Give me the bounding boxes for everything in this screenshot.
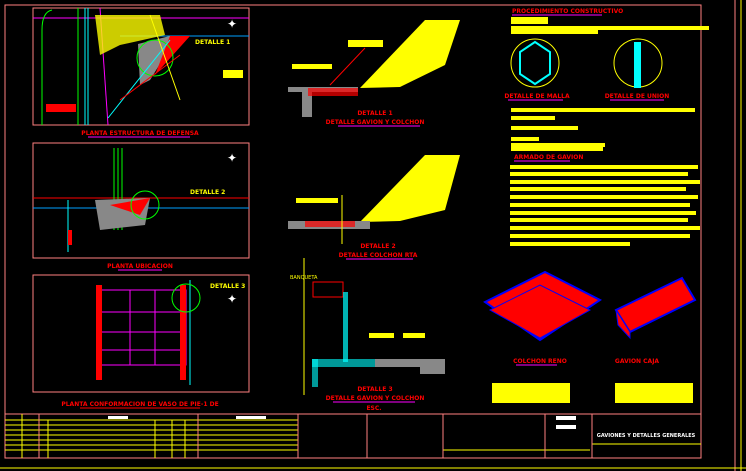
section-detalle-3: BANQUETA DETALLE 3 DETALLE GAVION Y COLC…	[290, 258, 445, 412]
planta-estructura-title: PLANTA ESTRUCTURA DE DEFENSA	[81, 130, 199, 137]
detalle-malla-label: DETALLE DE MALLA	[504, 93, 570, 100]
colchon-label: COLCHON RENO	[513, 358, 567, 365]
detalle-1-title: DETALLE GAVION Y COLCHON	[326, 119, 425, 126]
detalle-1-callout: DETALLE 1	[195, 39, 230, 46]
detalle-3-scale: ESC.	[366, 405, 381, 412]
north-arrow-icon: ✦	[227, 292, 237, 306]
nivel-label: BANQUETA	[290, 275, 318, 281]
detalle-2-number: DETALLE 2	[360, 243, 395, 250]
north-arrow-icon: ✦	[227, 17, 237, 31]
detalle-3-title: DETALLE GAVION Y COLCHON	[326, 395, 425, 402]
panel-planta-ubicacion: DETALLE 2 ✦	[32, 142, 250, 259]
panel-planta-estructura: DETALLE 1 ✦	[32, 7, 250, 126]
detalle-3-number: DETALLE 3	[357, 386, 392, 393]
iso-gavion: GAVION CAJA	[614, 276, 697, 403]
iso-colchon: COLCHON RENO	[483, 270, 602, 403]
drawing-title: GAVIONES Y DETALLES GENERALES	[597, 433, 696, 439]
detalle-2-callout: DETALLE 2	[190, 189, 225, 196]
north-arrow-icon: ✦	[227, 151, 237, 165]
procedimiento-title: PROCEDIMIENTO CONSTRUCTIVO	[512, 8, 623, 15]
planta-ubicacion-title: PLANTA UBICACION	[107, 263, 173, 270]
detalle-2-title: DETALLE COLCHON RTA	[339, 252, 418, 259]
detalle-3-callout: DETALLE 3	[210, 283, 245, 290]
notes-column: PROCEDIMIENTO CONSTRUCTIVO DETALLE DE MA…	[504, 8, 709, 246]
section-detalle-2: DETALLE 2 DETALLE COLCHON RTA	[288, 155, 460, 260]
title-block: GAVIONES Y DETALLES GENERALES	[4, 413, 702, 459]
armado-title: ARMADO DE GAVION	[514, 154, 583, 161]
sheet-border	[4, 4, 702, 459]
detalle-1-number: DETALLE 1	[357, 110, 392, 117]
planta-conformacion-title: PLANTA CONFORMACION DE VASO DE PIE-1 DE	[61, 401, 218, 408]
panel-planta-conformacion: DETALLE 3 ✦	[32, 274, 250, 393]
detalle-union-label: DETALLE DE UNION	[605, 93, 670, 100]
section-detalle-1: DETALLE 1 DETALLE GAVION Y COLCHON	[288, 20, 460, 127]
gavion-label: GAVION CAJA	[615, 358, 660, 365]
